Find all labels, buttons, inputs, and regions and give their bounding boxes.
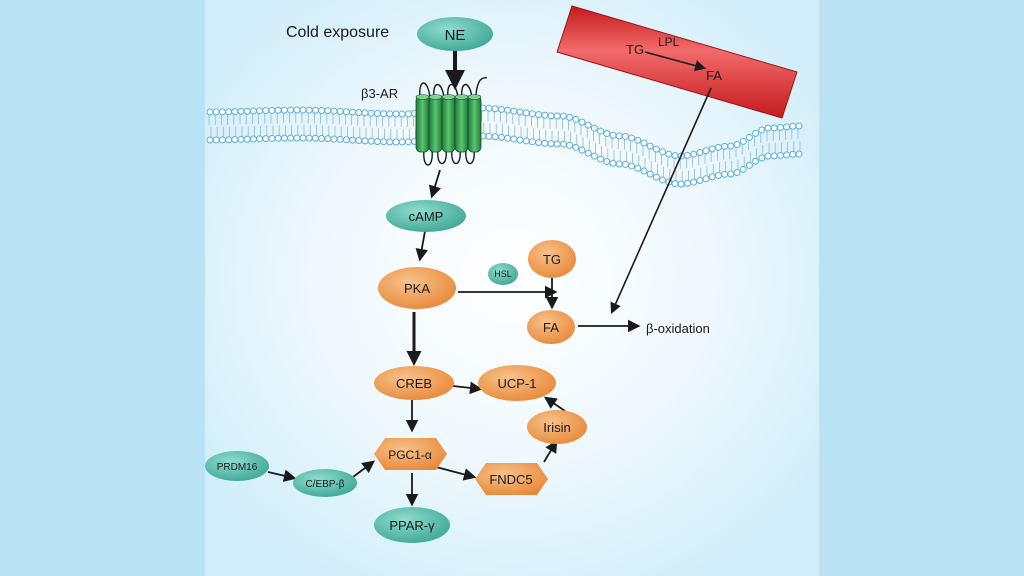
helix <box>454 95 469 153</box>
beta3-receptor <box>415 77 488 166</box>
camp-to-pka-arrow <box>415 230 428 262</box>
cebpb-to-pgc1a-arrow <box>352 460 376 478</box>
pgc1a-node: PGC1-α <box>374 438 447 470</box>
hsl-node: HSL <box>488 263 518 285</box>
prdm16-to-cebpb-arrow <box>267 469 297 482</box>
irisin-to-ucp1-arrow <box>543 396 566 412</box>
camp-label: cAMP <box>409 209 444 224</box>
fa-label: FA <box>543 320 559 335</box>
transmembrane-helices <box>415 94 482 153</box>
fndc5-node: FNDC5 <box>475 463 548 495</box>
blood-vessel: TG LPL FA <box>556 5 798 119</box>
vessel-fa-to-fa-arrow <box>610 87 712 315</box>
creb-to-ucp1-arrow <box>452 381 483 395</box>
pgc1a-to-fndc5-arrow <box>435 466 477 481</box>
pgc1a-label: PGC1-α <box>388 448 432 462</box>
tg-label: TG <box>543 252 561 267</box>
ne-node: NE <box>417 17 493 51</box>
camp-node: cAMP <box>386 200 466 232</box>
prdm16-node: PRDM16 <box>205 451 269 481</box>
pparg-label: PPAR-γ <box>389 518 435 533</box>
fndc5-label: FNDC5 <box>489 472 532 487</box>
cebpb-label: C/EBP-β <box>305 479 344 490</box>
fndc5-to-irisin-arrow <box>543 439 558 463</box>
receptor-intracellular-loops <box>423 149 475 166</box>
tg-to-fa-arrow <box>644 51 707 72</box>
cebpb-node: C/EBP-β <box>293 469 357 497</box>
creb-label: CREB <box>396 376 432 391</box>
irisin-label: Irisin <box>543 420 570 435</box>
ne-label: NE <box>445 27 466 44</box>
pathway-arrows <box>267 50 712 507</box>
prdm16-label: PRDM16 <box>217 462 258 473</box>
helix-cap <box>441 94 456 100</box>
helix-cap <box>467 94 482 100</box>
receptor-to-camp-arrow <box>428 169 441 199</box>
receptor-label: β3-AR <box>361 86 398 101</box>
fa-node: FA <box>527 310 575 344</box>
tg-node: TG <box>528 240 576 278</box>
hsl-label: HSL <box>494 269 512 279</box>
helix-cap <box>454 94 469 100</box>
helix <box>467 95 482 153</box>
helix-cap <box>428 94 443 100</box>
pka-node: PKA <box>378 267 456 309</box>
pka-label: PKA <box>404 281 430 296</box>
vessel-fa-label: FA <box>706 68 722 83</box>
helix <box>415 95 430 153</box>
cold-exposure-label: Cold exposure <box>286 24 389 41</box>
vessel-lpl-label: LPL <box>658 35 680 49</box>
pparg-node: PPAR-γ <box>374 507 450 543</box>
ucp1-label: UCP-1 <box>497 376 536 391</box>
beta-oxidation-label: β-oxidation <box>646 321 710 336</box>
ucp1-node: UCP-1 <box>478 365 556 401</box>
vessel-tg-label: TG <box>626 42 644 57</box>
helix-cap <box>415 94 430 100</box>
irisin-node: Irisin <box>527 410 587 444</box>
creb-node: CREB <box>374 366 454 400</box>
helix <box>428 95 443 153</box>
helix <box>441 95 456 153</box>
